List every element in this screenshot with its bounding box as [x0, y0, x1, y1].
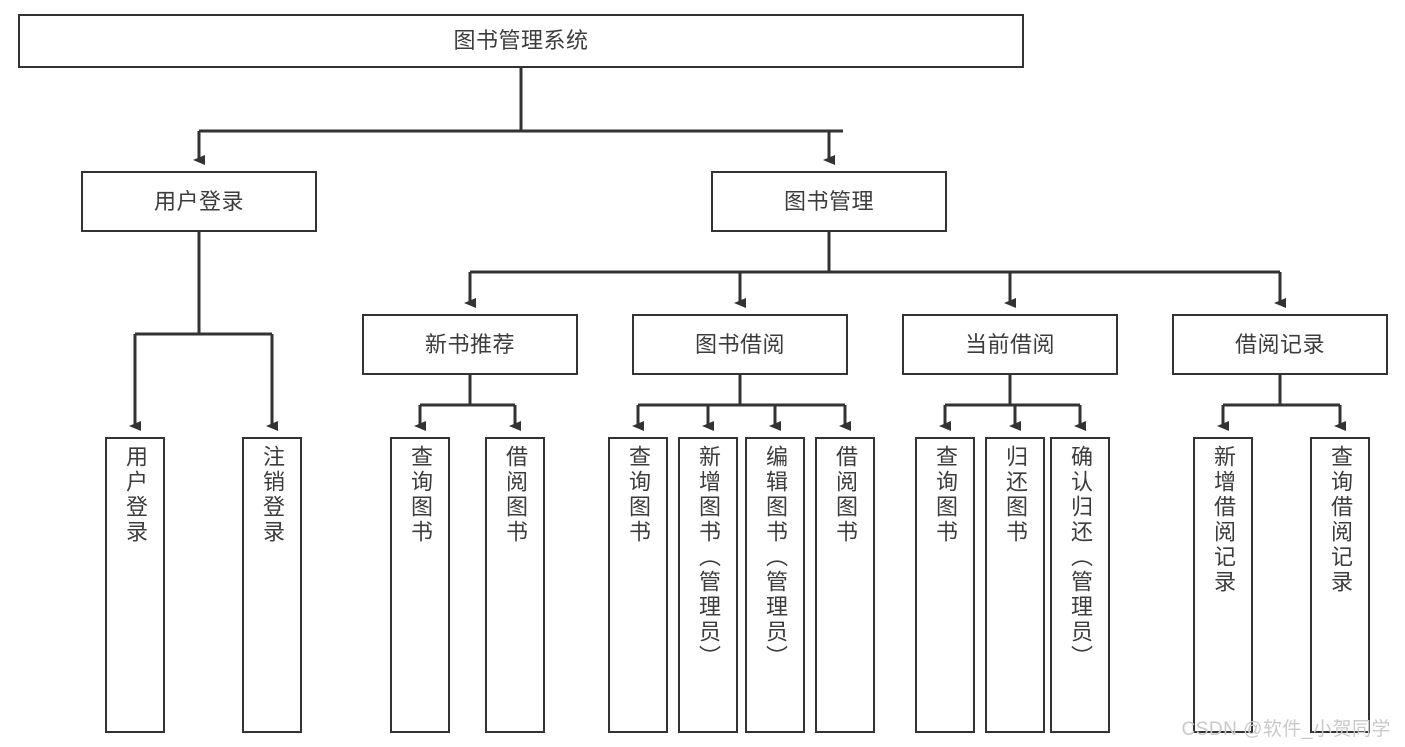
node-leaf-add-book[interactable]: 新增图书（管理员） [678, 437, 738, 733]
node-leaf-user-login-label: 用户登录 [123, 445, 148, 545]
node-borrow-record-label: 借阅记录 [1234, 331, 1325, 357]
node-root-label: 图书管理系统 [453, 28, 589, 54]
node-current-borrow-label: 当前借阅 [964, 331, 1055, 357]
node-new-book-rec[interactable]: 新书推荐 [362, 314, 578, 375]
node-leaf-borrow-book-2-label: 借阅图书 [833, 445, 858, 545]
node-current-borrow[interactable]: 当前借阅 [902, 314, 1118, 375]
node-leaf-query-book-1-label: 查询图书 [408, 445, 433, 545]
node-book-manage-label: 图书管理 [783, 188, 874, 214]
node-leaf-query-record-label: 查询借阅记录 [1328, 445, 1353, 595]
node-leaf-borrow-book-1-label: 借阅图书 [503, 445, 528, 545]
node-leaf-add-record-label: 新增借阅记录 [1211, 445, 1236, 595]
node-book-manage[interactable]: 图书管理 [711, 171, 947, 232]
node-leaf-confirm-return[interactable]: 确认归还（管理员） [1050, 437, 1110, 733]
watermark-text: CSDN @软件_小贺同学 [1181, 719, 1391, 740]
node-leaf-return-book-label: 归还图书 [1003, 445, 1028, 545]
node-leaf-borrow-book-1[interactable]: 借阅图书 [485, 437, 545, 733]
node-leaf-borrow-book-2[interactable]: 借阅图书 [815, 437, 875, 733]
node-leaf-add-record[interactable]: 新增借阅记录 [1193, 437, 1253, 733]
node-leaf-query-book-2[interactable]: 查询图书 [608, 437, 668, 733]
node-borrow-record[interactable]: 借阅记录 [1172, 314, 1388, 375]
node-new-book-rec-label: 新书推荐 [424, 331, 515, 357]
node-user-login[interactable]: 用户登录 [81, 171, 317, 232]
node-leaf-add-book-label: 新增图书（管理员） [696, 445, 721, 670]
node-leaf-query-book-2-label: 查询图书 [626, 445, 651, 545]
node-leaf-confirm-return-label: 确认归还（管理员） [1068, 445, 1093, 670]
node-book-borrow[interactable]: 图书借阅 [632, 314, 848, 375]
node-leaf-query-book-3-label: 查询图书 [933, 445, 958, 545]
node-user-login-label: 用户登录 [153, 188, 244, 214]
node-book-borrow-label: 图书借阅 [694, 331, 785, 357]
node-leaf-query-book-1[interactable]: 查询图书 [390, 437, 450, 733]
node-leaf-edit-book-label: 编辑图书（管理员） [763, 445, 788, 670]
node-leaf-user-login[interactable]: 用户登录 [105, 437, 165, 733]
node-root[interactable]: 图书管理系统 [18, 14, 1024, 68]
node-leaf-query-book-3[interactable]: 查询图书 [915, 437, 975, 733]
node-leaf-logout-label: 注销登录 [260, 445, 285, 545]
node-leaf-return-book[interactable]: 归还图书 [985, 437, 1045, 733]
node-leaf-query-record[interactable]: 查询借阅记录 [1310, 437, 1370, 733]
node-leaf-edit-book[interactable]: 编辑图书（管理员） [745, 437, 805, 733]
node-leaf-logout[interactable]: 注销登录 [242, 437, 302, 733]
